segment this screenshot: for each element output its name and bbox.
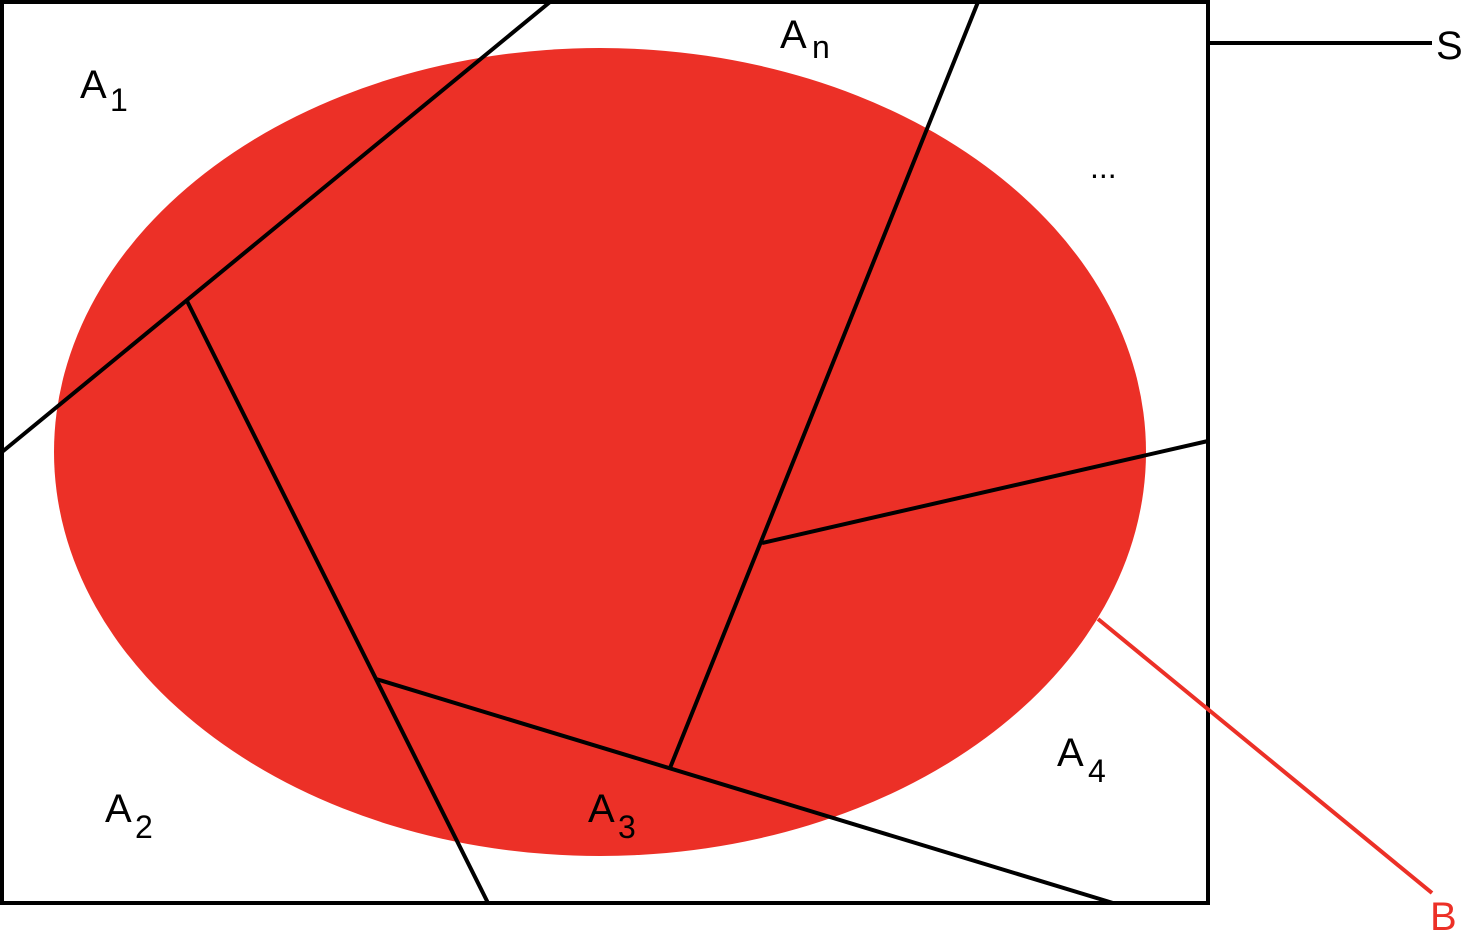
ellipsis-label: ... <box>1090 149 1117 185</box>
svg-text:4: 4 <box>1088 753 1106 789</box>
partition-lines <box>0 0 1209 905</box>
svg-text:1: 1 <box>110 82 128 118</box>
svg-text:A: A <box>588 787 615 831</box>
svg-text:2: 2 <box>135 809 153 845</box>
set-b-region <box>54 48 1146 856</box>
boundary-a2-a3 <box>375 677 1114 905</box>
svg-text:A: A <box>105 787 132 831</box>
boundary-a4 <box>761 439 1209 545</box>
svg-text:3: 3 <box>618 809 636 845</box>
boundary-a1 <box>0 0 552 454</box>
svg-text:A: A <box>1057 731 1084 775</box>
b-leader-line <box>1096 617 1434 895</box>
a3-label: A 3 <box>588 787 636 845</box>
svg-text:n: n <box>812 29 830 65</box>
svg-text:A: A <box>80 63 107 107</box>
b-label: B <box>1430 895 1457 939</box>
svg-text:A: A <box>780 13 807 57</box>
a4-label: A 4 <box>1057 731 1106 789</box>
a1-label: A 1 <box>80 63 128 118</box>
boundary-an <box>668 1 980 769</box>
s-label: S <box>1436 24 1463 68</box>
a2-label: A 2 <box>105 787 153 845</box>
sample-space-rect <box>0 0 1210 905</box>
an-label: A n <box>780 13 830 65</box>
boundary-a1-a2 <box>185 300 490 904</box>
